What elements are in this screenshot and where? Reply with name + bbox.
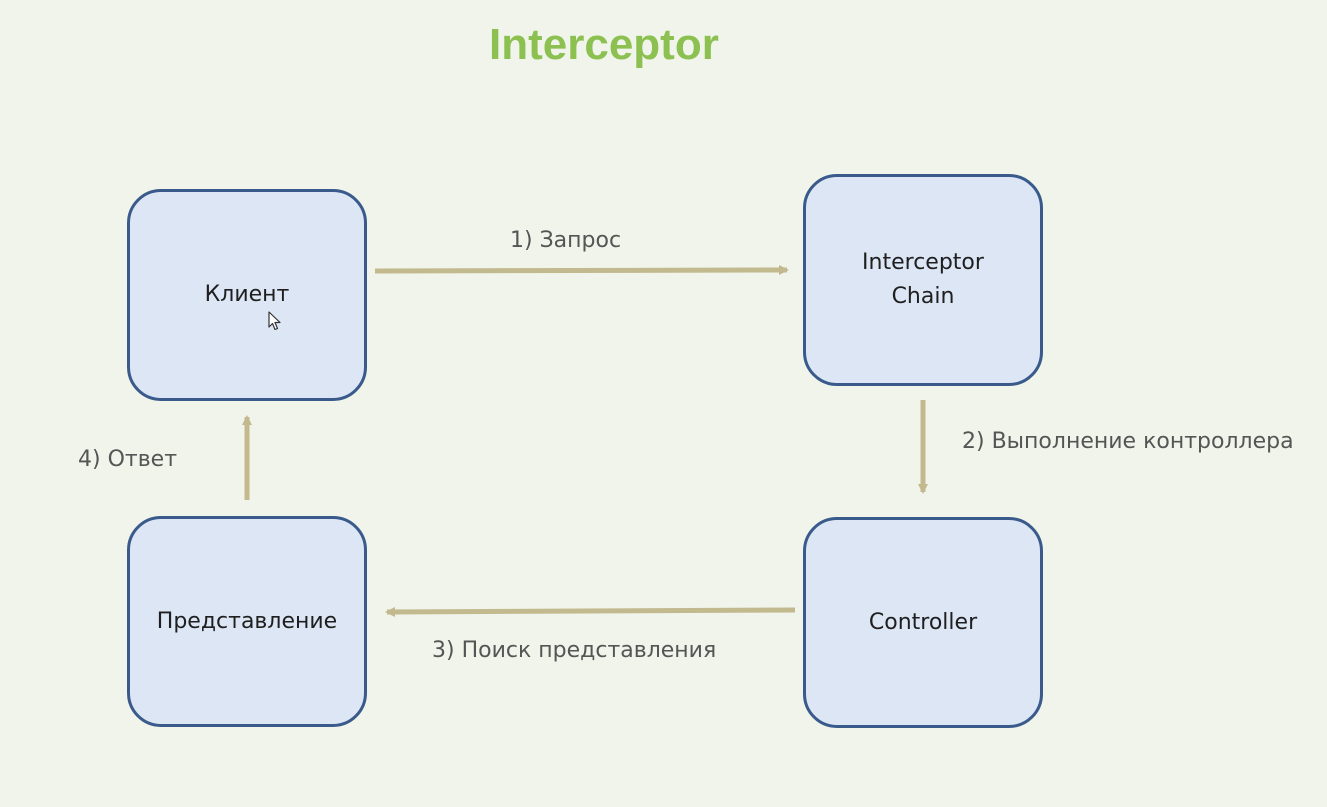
mouse-pointer-icon xyxy=(268,311,281,331)
step-label-view-lookup: 3) Поиск представления xyxy=(432,638,717,663)
interceptor-chain-node: Interceptor Chain xyxy=(803,174,1043,386)
step-label-request: 1) Запрос xyxy=(510,228,622,253)
arrow-request xyxy=(374,265,789,276)
view-node-label: Представление xyxy=(156,608,338,634)
step-label-response: 4) Ответ xyxy=(78,447,178,472)
client-node-label: Клиент xyxy=(204,282,290,307)
view-node: Представление xyxy=(127,516,367,727)
client-node: Клиент xyxy=(127,189,367,401)
step-label-controller-execution: 2) Выполнение контроллера xyxy=(962,429,1294,454)
arrow-view-lookup xyxy=(385,606,796,617)
controller-node-label: Controller xyxy=(868,609,978,635)
diagram-title: Interceptor xyxy=(489,20,719,69)
controller-node: Controller xyxy=(803,517,1043,728)
interceptor-chain-node-label: Interceptor Chain xyxy=(862,250,984,309)
